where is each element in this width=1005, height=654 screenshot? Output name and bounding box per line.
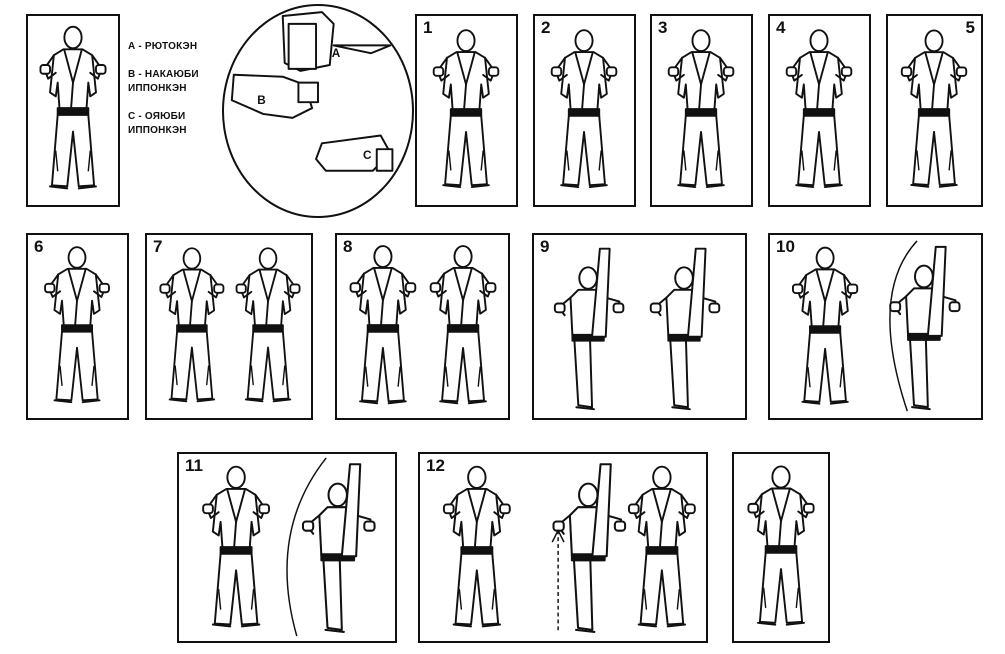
fist-label-a: А bbox=[332, 47, 341, 60]
step-6-panel: 6 bbox=[26, 233, 129, 420]
step-12-number: 12 bbox=[426, 456, 445, 475]
step-8-panel: 8 bbox=[335, 233, 510, 420]
step-7-number: 7 bbox=[153, 237, 163, 256]
fighter-and-kicker bbox=[179, 457, 376, 637]
step-11-panel: 11 bbox=[177, 452, 397, 643]
fist-illustration: А В С bbox=[230, 11, 394, 172]
fighter-figure bbox=[734, 454, 828, 641]
fighter-figures-pair bbox=[337, 235, 508, 418]
step-4-panel: 4 bbox=[768, 14, 871, 207]
fighter-figures-pair bbox=[147, 235, 311, 418]
step-5-panel: 5 bbox=[886, 14, 983, 207]
step-9-number: 9 bbox=[540, 237, 550, 256]
step-10-panel: 10 bbox=[768, 233, 983, 420]
step-2-number: 2 bbox=[541, 18, 551, 37]
step-8-number: 8 bbox=[343, 237, 353, 256]
kicker-figures-pair bbox=[553, 247, 721, 411]
step-5-number: 5 bbox=[965, 18, 975, 37]
fighter-figure bbox=[417, 16, 516, 205]
step-10-number: 10 bbox=[776, 237, 795, 256]
step-3-number: 3 bbox=[658, 18, 668, 37]
fighter-kicker-fighter bbox=[420, 463, 706, 634]
step-9-panel: 9 bbox=[532, 233, 747, 420]
fist-label-c: С bbox=[363, 149, 372, 162]
fighter-figure bbox=[652, 16, 751, 205]
step-4-number: 4 bbox=[776, 18, 786, 37]
fighter-figure bbox=[770, 16, 869, 205]
fist-label-b: В bbox=[257, 94, 266, 107]
step-6-number: 6 bbox=[34, 237, 44, 256]
step-7-panel: 7 bbox=[145, 233, 313, 420]
fist-detail-circle: А В С bbox=[222, 4, 414, 218]
step-11-number: 11 bbox=[185, 456, 203, 475]
fighter-figure bbox=[28, 235, 127, 418]
step-ready-panel bbox=[26, 14, 120, 207]
fighter-and-kicker bbox=[770, 240, 961, 412]
step-final-panel bbox=[732, 452, 830, 643]
step-3-panel: 3 bbox=[650, 14, 753, 207]
fighter-figure bbox=[888, 16, 981, 205]
legend-a: А - РЮТОКЭН bbox=[128, 41, 198, 52]
step-12-panel: 12 bbox=[418, 452, 708, 643]
fighter-figure bbox=[535, 16, 634, 205]
step-2-panel: 2 bbox=[533, 14, 636, 207]
step-1-panel: 1 bbox=[415, 14, 518, 207]
fighter-figure bbox=[28, 16, 118, 205]
step-1-number: 1 bbox=[423, 18, 433, 37]
